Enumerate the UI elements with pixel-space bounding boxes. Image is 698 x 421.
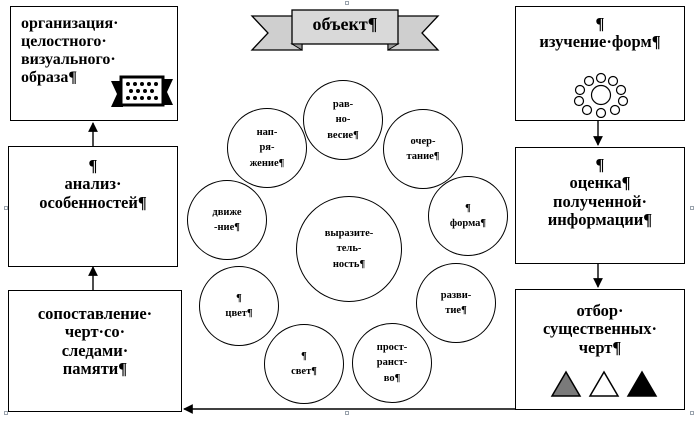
- selection-handle[interactable]: [345, 411, 349, 415]
- triangles-icon: [550, 370, 658, 397]
- circle-color: ¶ цвет¶: [199, 266, 279, 346]
- box-comparison-text: сопоставление· черт·со· следами· памяти¶: [37, 304, 153, 379]
- banner-title: объект¶: [312, 14, 378, 34]
- circle-center: выразите- тель- ность¶: [296, 196, 402, 302]
- circle-development-label: разви- тие¶: [440, 289, 472, 316]
- circle-light-label: ¶ свет¶: [291, 350, 317, 377]
- circle-center-label: выразите- тель- ность¶: [324, 228, 374, 270]
- box-form-study-text: ¶ изучение·форм¶: [539, 14, 661, 52]
- box-comparison: сопоставление· черт·со· следами· памяти¶: [8, 290, 182, 412]
- circle-balance: рав- но- весие¶: [303, 80, 383, 160]
- circle-tension-label: нап- ря- жение¶: [249, 127, 285, 169]
- flower-shapes-icon: [573, 72, 629, 118]
- box-selection: отбор· существенных· черт¶: [515, 289, 685, 410]
- triangle-white: [588, 370, 620, 397]
- certificate-icon: [111, 75, 173, 107]
- selection-handle[interactable]: [4, 411, 8, 415]
- circle-space-label: прост- ранст- во¶: [376, 342, 408, 384]
- ribbon-shape: [250, 9, 440, 51]
- banner: объект¶: [250, 6, 440, 64]
- circle-outline: очер- тание¶: [383, 109, 463, 189]
- circle-light: ¶ свет¶: [264, 324, 344, 404]
- box-form-study: ¶ изучение·форм¶: [515, 6, 685, 121]
- triangle-gray: [550, 370, 582, 397]
- box-analysis: ¶ анализ· особенностей¶: [8, 146, 178, 267]
- box-selection-text: отбор· существенных· черт¶: [542, 301, 658, 357]
- selection-handle[interactable]: [4, 206, 8, 210]
- box-evaluation-text: ¶ оценка¶ полученной· информации¶: [547, 155, 653, 230]
- circle-tension: нап- ря- жение¶: [227, 108, 307, 188]
- box-organization-text: организация· целостного· визуального· об…: [21, 15, 119, 86]
- selection-handle[interactable]: [345, 1, 349, 5]
- circle-balance-label: рав- но- весие¶: [327, 99, 359, 141]
- circle-motion: движе -ние¶: [187, 180, 267, 260]
- circle-color-label: ¶ цвет¶: [225, 292, 253, 319]
- circle-form: ¶ форма¶: [428, 176, 508, 256]
- selection-handle[interactable]: [690, 206, 694, 210]
- triangle-black: [626, 370, 658, 397]
- circle-form-label: ¶ форма¶: [449, 202, 487, 229]
- circle-motion-label: движе -ние¶: [212, 206, 242, 233]
- box-evaluation: ¶ оценка¶ полученной· информации¶: [515, 147, 685, 264]
- box-organization: организация· целостного· визуального· об…: [10, 6, 178, 121]
- circle-development: разви- тие¶: [416, 263, 496, 343]
- box-analysis-text: ¶ анализ· особенностей¶: [39, 156, 147, 212]
- circle-space: прост- ранст- во¶: [352, 323, 432, 403]
- circle-outline-label: очер- тание¶: [406, 135, 440, 162]
- selection-handle[interactable]: [690, 411, 694, 415]
